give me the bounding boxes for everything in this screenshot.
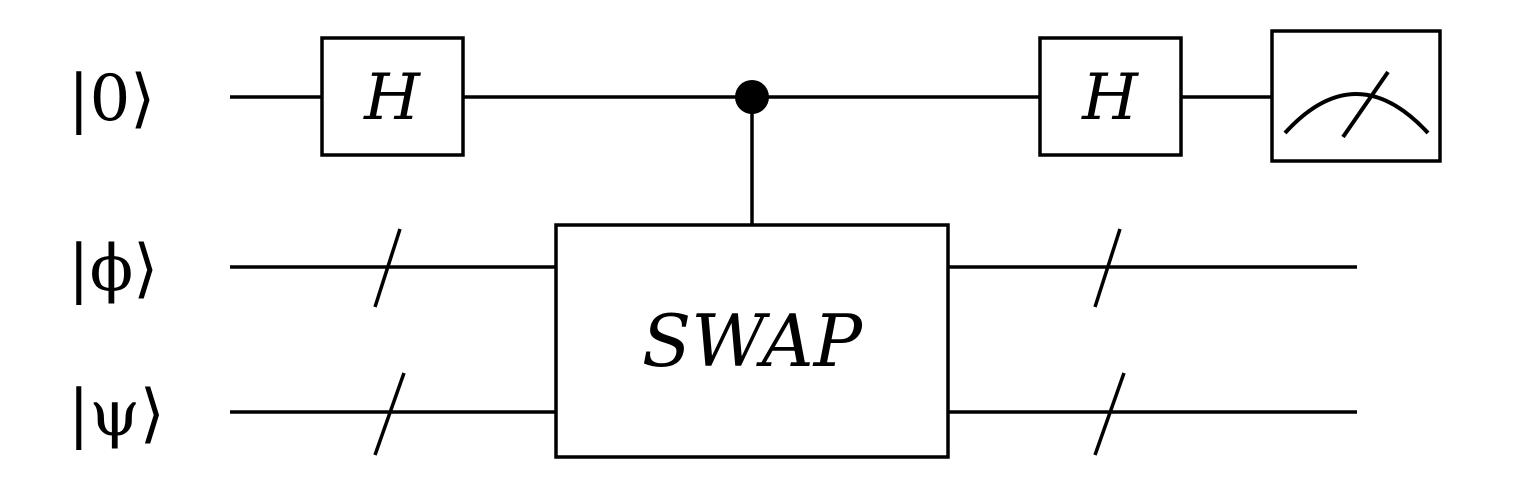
register-slash-icon: [373, 228, 402, 308]
control-dot: [735, 80, 769, 114]
register-slash-icon: [373, 372, 406, 456]
gate-box: [1038, 36, 1183, 157]
swap-gate: SWAP: [554, 223, 950, 459]
qubit-label-phi: |ϕ⟩: [68, 232, 158, 306]
hadamard-gate-1: H: [320, 36, 465, 157]
gate-label: H: [363, 61, 421, 135]
meter-needle-icon: [1341, 70, 1390, 139]
register-slash-icon: [1093, 228, 1122, 308]
gate-box: [554, 223, 950, 459]
qubit-label-0: |0⟩: [68, 62, 155, 136]
gate-label: SWAP: [642, 299, 864, 383]
hadamard-gate-2: H: [1038, 36, 1183, 157]
meter-arc-icon: [1283, 92, 1430, 135]
gate-label: H: [1081, 61, 1139, 135]
register-slash-icon: [1093, 372, 1126, 456]
qubit-label-psi: |ψ⟩: [68, 377, 165, 451]
gate-box: [320, 36, 465, 157]
measurement-gate: [1270, 29, 1442, 163]
